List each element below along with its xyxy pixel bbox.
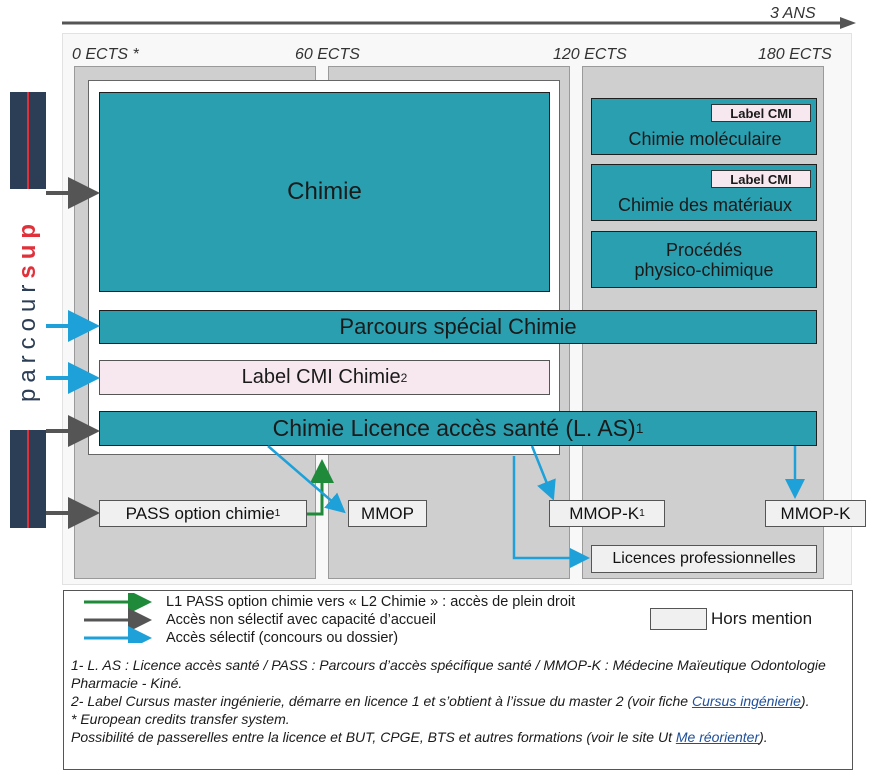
- l3-chimie-materiaux-label: Chimie des matériaux: [617, 195, 793, 215]
- exit-mmop-k-l2-sup: 1: [639, 508, 645, 519]
- legend-blue-text: Accès sélectif (concours ou dossier): [166, 630, 399, 646]
- ects-label-0: 0 ECTS *: [72, 46, 139, 63]
- footnote-4: Possibilité de passerelles entre la lice…: [71, 728, 846, 746]
- footnote-2: 2- Label Cursus master ingénierie, démar…: [71, 692, 846, 710]
- program-label-cmi-sup: 2: [400, 370, 408, 385]
- ects-label-120: 120 ECTS: [553, 46, 627, 63]
- l3-cmi-tag: Label CMI: [711, 104, 811, 122]
- program-label-cmi-label: Label CMI Chimie: [241, 366, 401, 388]
- footnote-1: 1- L. AS : Licence accès santé / PASS : …: [71, 657, 826, 691]
- program-pass-label: PASS option chimie: [125, 503, 275, 523]
- link-cursus-ingenierie[interactable]: Cursus ingénierie: [691, 693, 801, 709]
- legend-green-text: L1 PASS option chimie vers « L2 Chimie »…: [166, 594, 576, 610]
- legend-arrows: [84, 593, 152, 643]
- parcoursup-banner: parcoursup: [10, 92, 46, 528]
- parcoursup-logo-text: parcoursup: [10, 190, 46, 430]
- exit-licences-pro-label: Licences professionnelles: [612, 550, 796, 567]
- footnote-4-end: ).: [759, 729, 768, 745]
- parcoursup-text-dark: parcour: [14, 278, 41, 403]
- footnote-2-text: 2- Label Cursus master ingénierie, démar…: [71, 693, 689, 709]
- legend-gray-text: Accès non sélectif avec capacité d’accue…: [166, 612, 437, 628]
- exit-mmop-k-l2-label: MMOP-K: [569, 503, 640, 523]
- ects-label-60: 60 ECTS: [295, 46, 360, 63]
- program-las: Chimie Licence accès santé (L. AS)1: [99, 411, 817, 446]
- timeline-arrow: [62, 17, 856, 29]
- exit-licences-pro: Licences professionnelles: [591, 545, 817, 573]
- l3-chimie-moleculaire: Label CMI Chimie moléculaire: [591, 98, 817, 155]
- footnote-4-text: Possibilité de passerelles entre la lice…: [71, 729, 672, 745]
- program-parcours-special: Parcours spécial Chimie: [99, 310, 817, 344]
- exit-mmop-label: MMOP: [361, 503, 414, 523]
- l3-procedes-line2: physico-chimique: [634, 260, 774, 280]
- ects-label-180: 180 ECTS: [758, 46, 832, 63]
- l3-procedes-line1: Procédés: [665, 240, 743, 260]
- legend-box: [63, 590, 853, 770]
- link-me-reorienter[interactable]: Me réorienter: [675, 729, 760, 745]
- legend-hors-text: Hors mention: [711, 609, 813, 628]
- exit-mmop-k-l3: MMOP-K: [765, 500, 866, 527]
- program-chimie: Chimie: [99, 92, 550, 292]
- l3-procedes: Procédés physico-chimique: [591, 231, 817, 288]
- l3-cmi-tag-label: Label CMI: [730, 171, 792, 187]
- program-chimie-label: Chimie: [287, 178, 362, 205]
- footnotes: 1- L. AS : Licence accès santé / PASS : …: [71, 656, 846, 746]
- exit-mmop: MMOP: [348, 500, 427, 527]
- program-parcours-special-label: Parcours spécial Chimie: [339, 314, 577, 339]
- program-pass-sup: 1: [274, 508, 281, 519]
- timeline-label: 3 ANS: [770, 5, 816, 22]
- program-las-label: Chimie Licence accès santé (L. AS): [272, 415, 636, 441]
- l3-cmi-tag-label: Label CMI: [730, 105, 792, 121]
- legend-hors-swatch: [650, 608, 707, 630]
- l3-cmi-tag: Label CMI: [711, 170, 811, 188]
- program-las-sup: 1: [635, 421, 644, 436]
- parcoursup-text-red: sup: [14, 217, 41, 279]
- footnote-2-end: ).: [800, 693, 810, 709]
- l3-chimie-materiaux: Label CMI Chimie des matériaux: [591, 164, 817, 221]
- exit-mmop-k-l3-label: MMOP-K: [780, 503, 851, 523]
- footnote-3: * European credits transfer system.: [71, 711, 290, 727]
- parcoursup-white-block: [10, 189, 46, 430]
- l3-chimie-moleculaire-label: Chimie moléculaire: [628, 129, 782, 149]
